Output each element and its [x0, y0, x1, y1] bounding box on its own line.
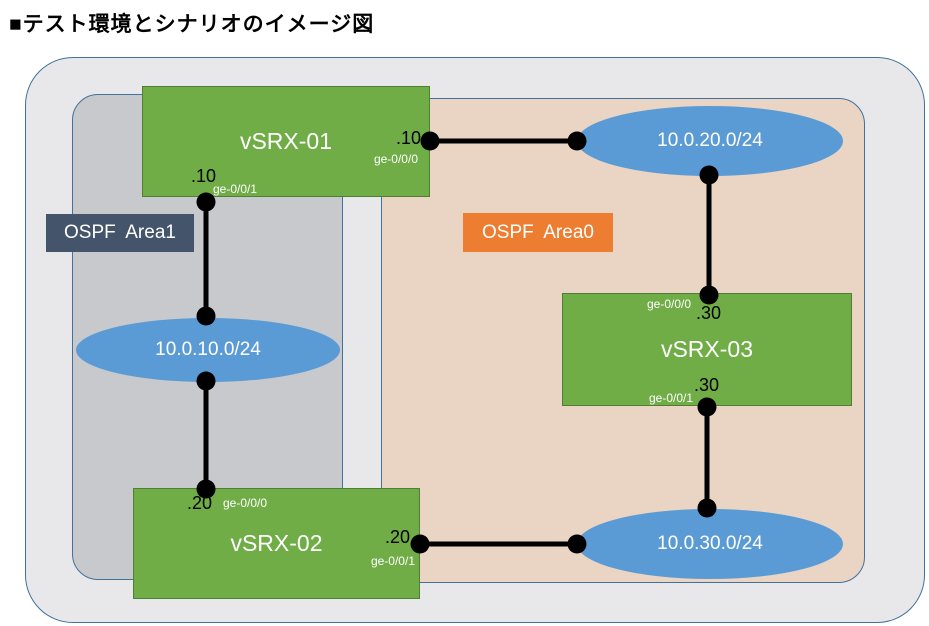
- vsrx01-ge000-ip: .10: [395, 128, 421, 148]
- vsrx02-ge001-interface: ge-0/0/1: [370, 554, 415, 568]
- ospf-area0-label: OSPF Area0: [463, 213, 613, 252]
- network-10-0-10-0-label: 10.0.10.0/24: [155, 339, 261, 360]
- network-10-0-10-0: 10.0.10.0/24: [76, 318, 340, 382]
- vsrx02-ge000-ip: .20: [187, 493, 213, 513]
- vsrx03-ge001-ip: .30: [694, 375, 720, 395]
- ospf-area1-label: OSPF Area1: [46, 214, 194, 252]
- router-vsrx02-name: vSRX-02: [230, 530, 323, 556]
- vsrx01-ge001-ip: .10: [191, 166, 217, 186]
- page-title: ■テスト環境とシナリオのイメージ図: [9, 13, 375, 36]
- vsrx03-ge000-interface: ge-0/0/0: [647, 297, 692, 311]
- vsrx03-ge001-interface: ge-0/0/1: [649, 391, 694, 405]
- router-vsrx02: vSRX-02 .20 ge-0/0/0 .20 ge-0/0/1: [133, 488, 420, 599]
- vsrx02-ge000-interface: ge-0/0/0: [223, 496, 268, 510]
- vsrx03-ge000-ip: .30: [696, 303, 722, 323]
- router-vsrx01: vSRX-01 .10 ge-0/0/0 .10 ge-0/0/1: [142, 86, 430, 197]
- network-10-0-30-0-label: 10.0.30.0/24: [657, 533, 763, 554]
- router-vsrx03-name: vSRX-03: [660, 336, 754, 362]
- vsrx01-ge000-interface: ge-0/0/0: [373, 152, 418, 166]
- vsrx01-ge001-interface: ge-0/0/1: [213, 182, 258, 196]
- network-10-0-20-0: 10.0.20.0/24: [577, 106, 843, 176]
- router-vsrx01-name: vSRX-01: [239, 128, 333, 154]
- network-10-0-30-0: 10.0.30.0/24: [577, 509, 843, 579]
- network-10-0-20-0-label: 10.0.20.0/24: [657, 130, 763, 151]
- router-vsrx03: vSRX-03 ge-0/0/0 .30 .30 ge-0/0/1: [562, 293, 852, 406]
- vsrx02-ge001-ip: .20: [384, 527, 410, 547]
